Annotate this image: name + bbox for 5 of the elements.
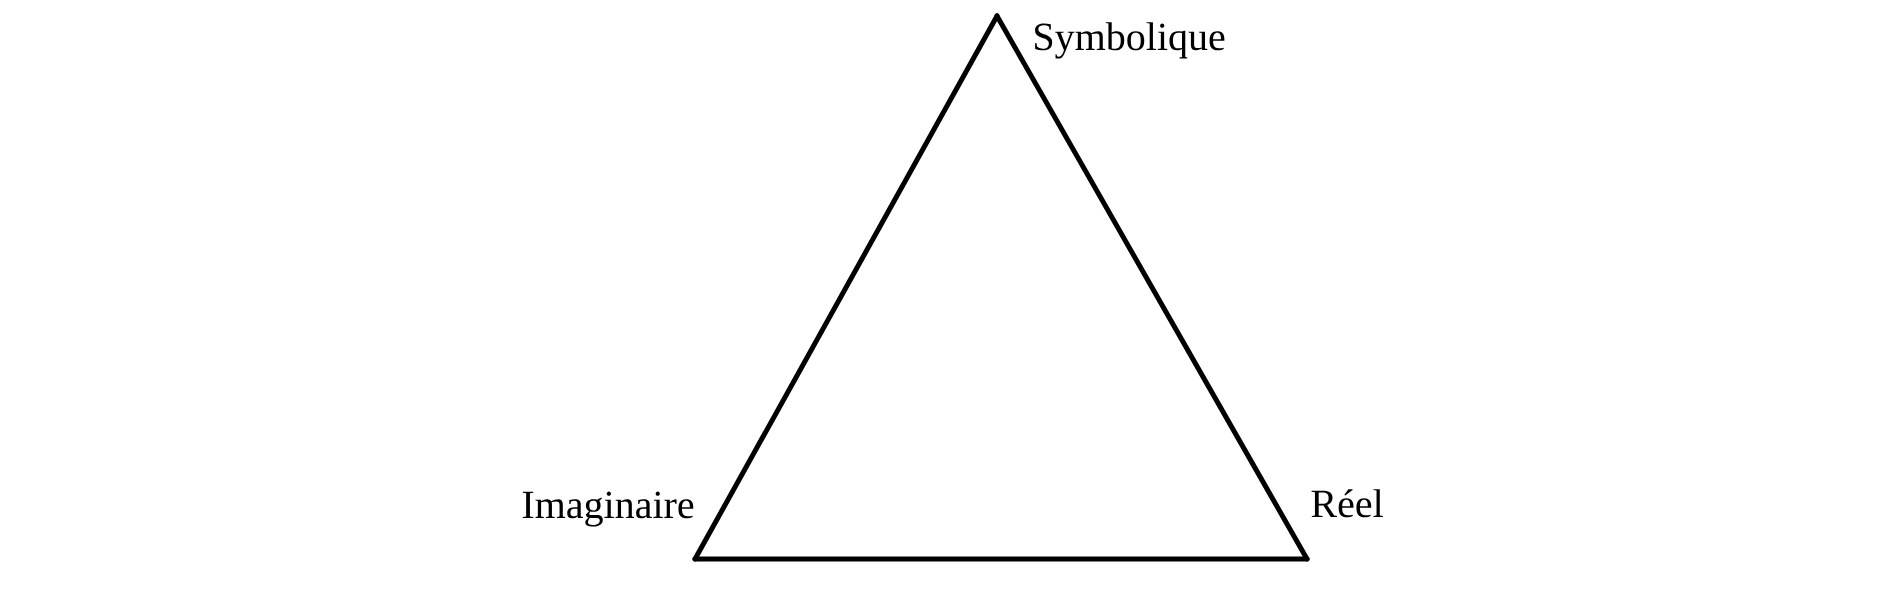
triangle-side bbox=[692, 13, 1000, 562]
vertex-label: Imaginaire bbox=[522, 491, 694, 527]
vertex-label: Réel bbox=[1311, 489, 1383, 518]
triangle-side bbox=[994, 13, 1310, 562]
vertex-label: Symbolique bbox=[1035, 22, 1225, 59]
